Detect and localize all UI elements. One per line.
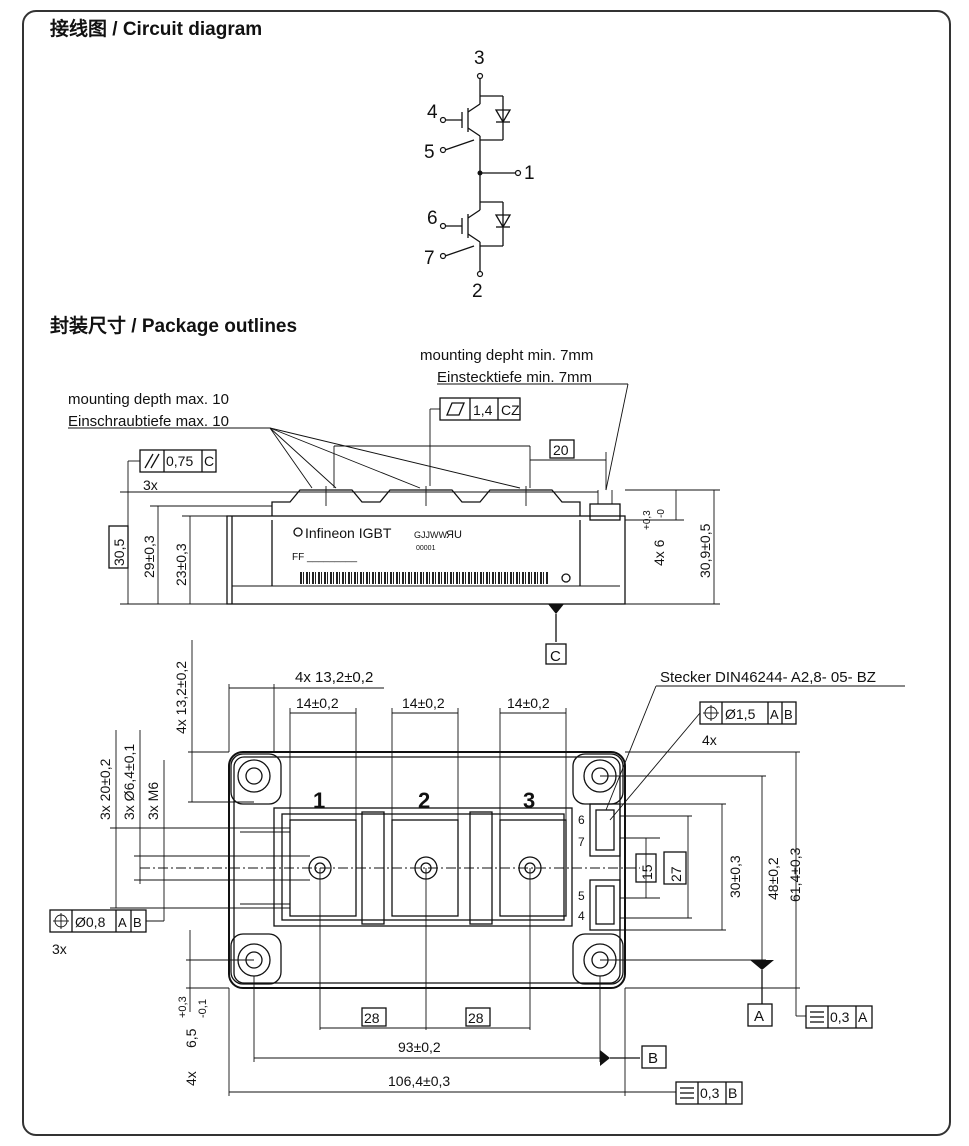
dim-14-c: 14±0,2 — [507, 695, 550, 711]
aux-pin-4: 4 — [578, 909, 585, 923]
dim-20: 20 — [553, 442, 569, 458]
pin-label-3: 3 — [474, 48, 485, 69]
dim-28-a: 28 — [364, 1010, 380, 1026]
dim-30-5: 30,5 — [111, 539, 127, 566]
parallelism-value: 0,75 — [166, 453, 193, 469]
pin-label-6: 6 — [427, 208, 438, 229]
serial-code: 00001 — [416, 545, 436, 552]
connector-spec: Stecker DIN46244- A2,8- 05- BZ — [660, 669, 876, 686]
terminal-label-3: 3 — [523, 788, 535, 813]
dim-30: 30±0,3 — [727, 855, 743, 898]
dim-27: 27 — [668, 866, 684, 882]
count-4x-bottom: 4x — [183, 1071, 199, 1086]
dim-93: 93±0,2 — [398, 1039, 441, 1055]
terminal-label-1: 1 — [313, 788, 325, 813]
dim-6-5-tol-upper: +0,3 — [177, 996, 189, 1018]
barcode — [298, 572, 548, 584]
aux-pin-5: 5 — [578, 889, 585, 903]
flatness-b-ref: B — [728, 1085, 737, 1101]
position2-ref-a: A — [118, 915, 127, 930]
mounting-depth-min-en: mounting depht min. 7mm — [420, 347, 593, 364]
dim-4x-13-2: 4x 13,2±0,2 — [295, 669, 373, 686]
circuit-diagram-heading: 接线图 / Circuit diagram — [50, 19, 263, 40]
datum-b: B — [648, 1050, 658, 1067]
position-diameter: Ø1,5 — [725, 706, 756, 722]
parallelism-ref: C — [204, 453, 214, 469]
position-ref-b: B — [784, 707, 793, 722]
count-4x-pos: 4x — [702, 732, 717, 748]
dim-3x-m6: 3x M6 — [145, 782, 161, 820]
dim-23: 23±0,3 — [173, 543, 189, 586]
pin-label-7: 7 — [424, 248, 435, 269]
mounting-depth-min-de: Einstecktiefe min. 7mm — [437, 369, 592, 386]
ground-symbol — [561, 573, 571, 583]
dim-14-a: 14±0,2 — [296, 695, 339, 711]
count-3x-pos: 3x — [52, 941, 67, 957]
dim-29: 29±0,3 — [141, 535, 157, 578]
dim-48: 48±0,2 — [765, 857, 781, 900]
dim-6-5: 6,5 — [183, 1028, 199, 1048]
brand-marking: Infineon IGBT — [305, 525, 392, 541]
type-marking: FF _________ — [292, 552, 357, 563]
ul-mark: ЯU — [446, 529, 462, 541]
circuit-diagram: 3 4 5 1 6 7 2 — [424, 48, 535, 302]
flatness-ref: CZ — [501, 402, 520, 418]
pin-label-5: 5 — [424, 142, 435, 163]
dim-3x-6-4: 3x Ø6,4±0,1 — [121, 744, 137, 820]
position2-diameter: Ø0,8 — [75, 914, 106, 930]
dim-6: 4x 6 — [651, 539, 667, 566]
aux-pin-7: 7 — [578, 835, 585, 849]
flatness-value: 1,4 — [473, 402, 493, 418]
date-code: GJJWW — [414, 530, 447, 540]
dim-6-tol-lower: -0 — [656, 509, 667, 518]
mounting-depth-max-de: Einschraubtiefe max. 10 — [68, 413, 229, 430]
dim-61-4: 61,4±0,3 — [787, 847, 803, 902]
dim-3x-20: 3x 20±0,2 — [97, 758, 113, 820]
terminal-label-2: 2 — [418, 788, 430, 813]
datum-c: C — [550, 648, 561, 665]
pin-label-4: 4 — [427, 102, 438, 123]
package-outlines-heading: 封装尺寸 / Package outlines — [50, 316, 298, 337]
dim-28-b: 28 — [468, 1010, 484, 1026]
dim-14-b: 14±0,2 — [402, 695, 445, 711]
mounting-depth-max-en: mounting depth max. 10 — [68, 391, 229, 408]
count-3x-side: 3x — [143, 477, 158, 493]
dim-6-tol-upper: +0,3 — [642, 510, 653, 530]
dim-15: 15 — [639, 864, 655, 880]
aux-pin-6: 6 — [578, 813, 585, 827]
flatness-b-value: 0,3 — [700, 1085, 720, 1101]
dim-30-9: 30,9±0,5 — [697, 523, 713, 578]
flatness-a-ref: A — [858, 1009, 868, 1025]
dim-4x-13-2-vertical: 4x 13,2±0,2 — [173, 661, 189, 734]
datum-a: A — [754, 1008, 764, 1025]
side-view: Infineon IGBT GJJWW 00001 ЯU FF ________… — [68, 347, 720, 665]
dim-106-4: 106,4±0,3 — [388, 1073, 450, 1089]
pin-label-1: 1 — [524, 163, 535, 184]
position-ref-a: A — [770, 707, 779, 722]
dim-6-5-tol-lower: -0,1 — [197, 999, 209, 1018]
position2-ref-b: B — [133, 915, 142, 930]
flatness-a-value: 0,3 — [830, 1009, 850, 1025]
pin-label-2: 2 — [472, 281, 483, 302]
top-view: 1 2 3 6 7 5 4 4x 13,2±0,2 14±0,2 14±0,2 … — [49, 640, 905, 1105]
